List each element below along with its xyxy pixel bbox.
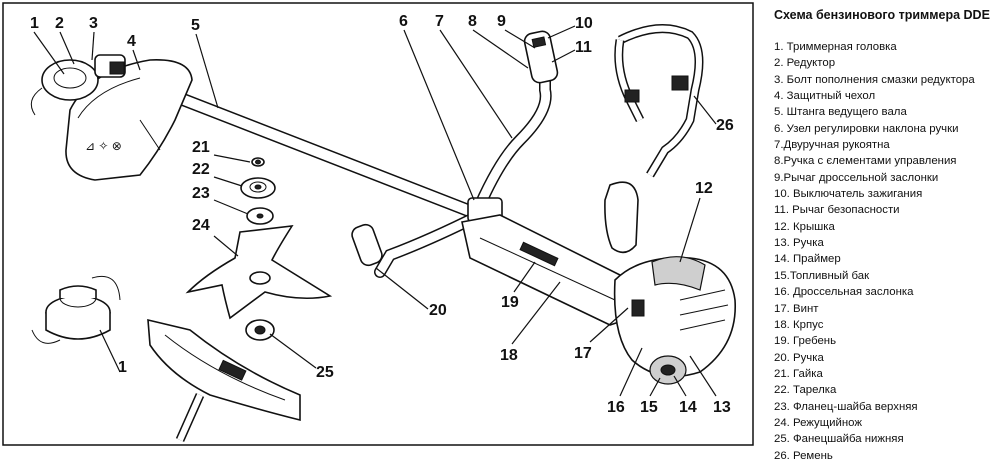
legend-item: 5. Штанга ведущего вала [774, 106, 907, 119]
trimmer-head [30, 54, 126, 116]
legend-list: 1. Триммерная головка 2. Редуктор 3. Бол… [774, 39, 1004, 464]
legend-item: 8.Ручка с єлементами управления [774, 155, 957, 168]
callout-18: 18 [500, 347, 518, 364]
callout-12: 12 [695, 180, 713, 197]
callout-25: 25 [316, 364, 334, 381]
callout-2: 2 [55, 15, 64, 32]
legend-item: 26. Ремень [774, 449, 833, 462]
callouts: 1 2 3 4 5 6 7 8 9 10 11 21 22 23 24 26 1… [30, 13, 734, 416]
legend-item: 2. Редуктор [774, 57, 836, 70]
legend-item: 19. Гребень [774, 335, 837, 348]
callout-22: 22 [192, 161, 210, 178]
legend-item: 25. Фанецшайба нижняя [774, 433, 904, 446]
legend-item: 22. Тарелка [774, 384, 837, 397]
shoulder-strap [604, 24, 704, 254]
trimmer-head-spare [31, 275, 121, 344]
legend-title: Схема бензинового триммера DDE [774, 8, 990, 22]
callout-14: 14 [679, 399, 697, 416]
callout-9: 9 [497, 13, 506, 30]
diagram-frame [2, 2, 754, 446]
legend-item: 11. Рычаг безопасности [774, 204, 900, 217]
legend-item: 10. Выключатель зажигания [774, 188, 923, 201]
callout-16: 16 [607, 399, 625, 416]
callout-17: 17 [574, 345, 592, 362]
svg-text:⊿ ✧ ⊗: ⊿ ✧ ⊗ [85, 139, 122, 153]
legend-item: 1. Триммерная головка [774, 41, 897, 53]
engine [613, 256, 736, 385]
callout-23: 23 [192, 185, 210, 202]
callout-24: 24 [192, 217, 210, 234]
legend-item: 4. Защитный чехол [774, 90, 876, 103]
legend-item: 7.Двуручная рукоятна [774, 139, 890, 152]
callout-3: 3 [89, 15, 98, 32]
callout-15: 15 [640, 399, 658, 416]
legend-item: 17. Винт [774, 302, 819, 315]
callout-11: 11 [575, 39, 592, 56]
callout-20: 20 [429, 302, 447, 319]
callout-4: 4 [127, 33, 136, 50]
callout-10: 10 [575, 15, 593, 32]
legend-item: 13. Ручка [774, 237, 824, 250]
callout-21: 21 [192, 139, 210, 156]
callout-8: 8 [468, 13, 477, 30]
trimmer-diagram: ⊿ ✧ ⊗ [2, 2, 754, 446]
disc-22 [240, 177, 276, 199]
legend-item: 12. Крышка [774, 220, 835, 233]
callout-19: 19 [501, 294, 519, 311]
legend-item: 6. Узел регулировки наклона ручки [774, 122, 959, 135]
legend-item: 9.Рычаг дроссельной заслонки [774, 171, 939, 184]
lower-flange-25 [245, 319, 275, 341]
legend-item: 3. Болт пополнения смазки редуктора [774, 73, 975, 86]
callout-7: 7 [435, 13, 444, 30]
legend-item: 21. Гайка [774, 367, 823, 380]
comb-19 [519, 241, 559, 267]
callout-1-spare: 1 [118, 359, 127, 376]
nut-21 [251, 157, 265, 167]
legend-item: 23. Фланец-шайба верхняя [774, 400, 918, 413]
legend-item: 16. Дроссельная заслонка [774, 286, 914, 299]
callout-1: 1 [30, 15, 39, 32]
cutting-blade [185, 225, 333, 320]
callout-6: 6 [399, 13, 408, 30]
blade-guard [147, 318, 301, 442]
callout-26: 26 [716, 117, 734, 134]
callout-5: 5 [191, 17, 200, 34]
legend-panel: Схема бензинового триммера DDE 1. Тримме… [774, 8, 1004, 464]
protective-guard: ⊿ ✧ ⊗ [65, 59, 193, 181]
flange-23 [246, 207, 274, 225]
legend-item: 20. Ручка [774, 351, 824, 364]
legend-item: 24. Режущийнож [774, 416, 862, 429]
legend-item: 15.Топливный бак [774, 269, 870, 282]
callout-13: 13 [713, 399, 731, 416]
legend-item: 14. Праймер [774, 253, 841, 266]
legend-item: 18. Крпус [774, 318, 824, 331]
